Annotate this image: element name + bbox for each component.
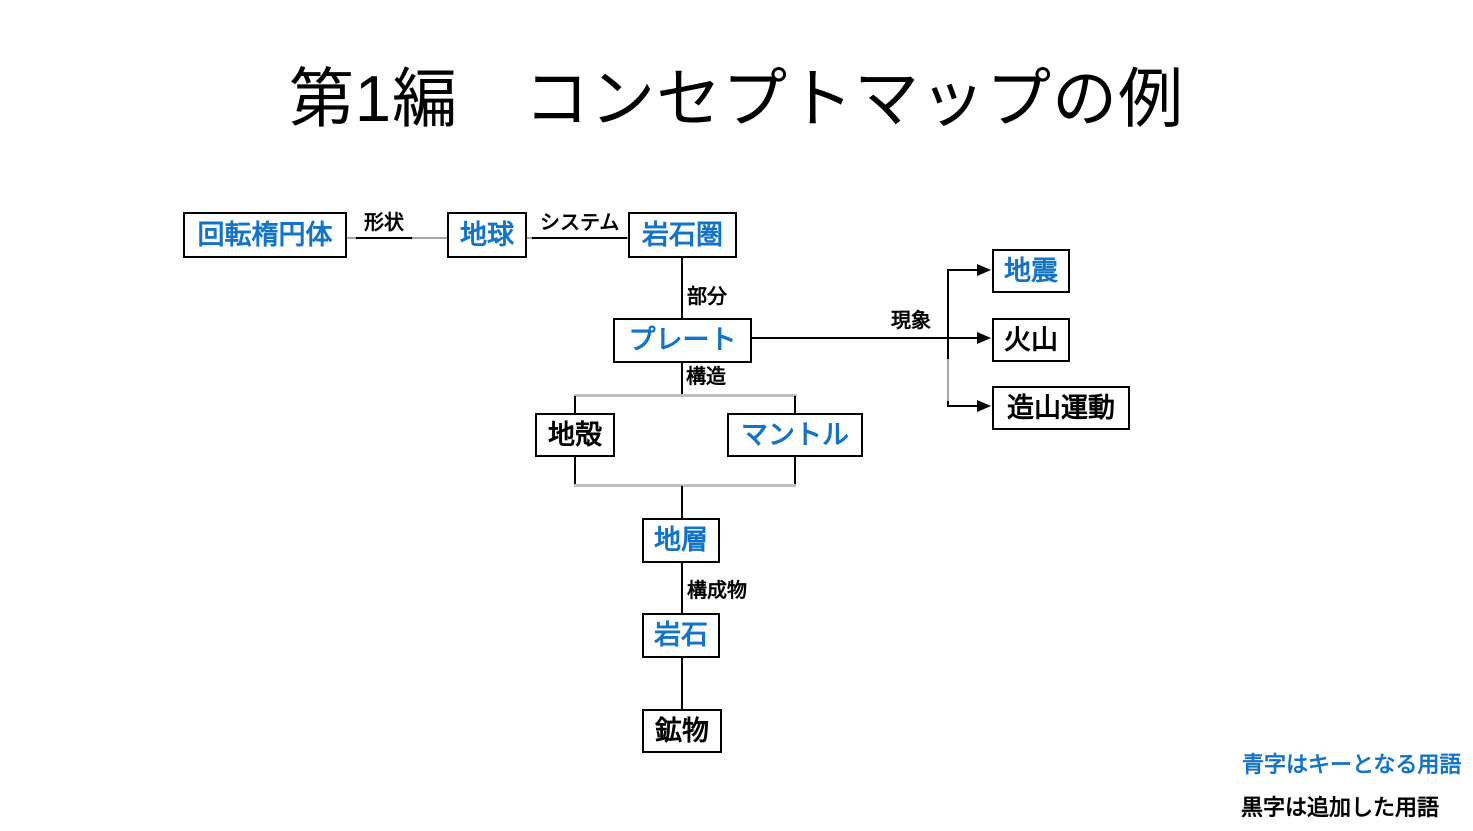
connector-plate-structure bbox=[681, 362, 683, 396]
connector-lithosphere-plate bbox=[681, 257, 683, 319]
connector-mantle-merge bbox=[794, 456, 796, 486]
node-rock: 岩石 bbox=[642, 613, 720, 658]
arrowhead-orogeny-icon bbox=[977, 400, 991, 412]
connector-bar-mantle bbox=[794, 396, 796, 414]
node-crust: 地殻 bbox=[535, 413, 615, 457]
node-mineral: 鉱物 bbox=[642, 709, 722, 753]
edge-label-structure: 構造 bbox=[686, 366, 726, 388]
connector-bar-crust bbox=[574, 396, 576, 414]
connector-branch-vertical-lower bbox=[947, 359, 949, 403]
node-orogeny: 造山運動 bbox=[992, 386, 1130, 430]
node-rotational-ellipsoid: 回転楕円体 bbox=[183, 212, 347, 258]
connector-branch-earthquake bbox=[947, 269, 978, 271]
edge-label-shape: 形状 bbox=[356, 211, 412, 239]
legend-key-terms: 青字はキーとなる用語 bbox=[1242, 752, 1462, 777]
connector-branch-orogeny bbox=[947, 405, 978, 407]
connector-strata-rock bbox=[681, 562, 683, 614]
edge-label-part: 部分 bbox=[687, 286, 727, 308]
page-title: 第1編 コンセプトマップの例 bbox=[288, 62, 1185, 135]
node-plate: プレート bbox=[613, 318, 752, 363]
connector-plate-branch-shaft bbox=[752, 337, 948, 339]
node-earth: 地球 bbox=[447, 212, 527, 258]
node-strata: 地層 bbox=[642, 518, 720, 563]
connector-branch-volcano bbox=[947, 337, 978, 339]
node-earthquake: 地震 bbox=[992, 249, 1070, 293]
connector-rock-mineral bbox=[681, 657, 683, 710]
legend-added-terms: 黒字は追加した用語 bbox=[1241, 795, 1440, 820]
edge-label-system: システム bbox=[532, 211, 628, 239]
connector-branch-vertical-elbow bbox=[947, 401, 949, 407]
arrowhead-earthquake-icon bbox=[977, 264, 991, 276]
edge-label-constituent: 構成物 bbox=[687, 580, 747, 602]
node-volcano: 火山 bbox=[992, 318, 1070, 362]
connector-branch-vertical-upper bbox=[947, 269, 949, 361]
connector-structure-bar bbox=[574, 394, 797, 397]
connector-crust-merge bbox=[574, 456, 576, 486]
edge-label-phenomenon: 現象 bbox=[891, 310, 931, 332]
node-mantle: マントル bbox=[727, 413, 863, 457]
node-lithosphere: 岩石圏 bbox=[628, 212, 737, 258]
connector-merge-bar bbox=[574, 484, 796, 487]
connector-merge-strata bbox=[681, 486, 683, 519]
arrowhead-volcano-icon bbox=[977, 332, 991, 344]
